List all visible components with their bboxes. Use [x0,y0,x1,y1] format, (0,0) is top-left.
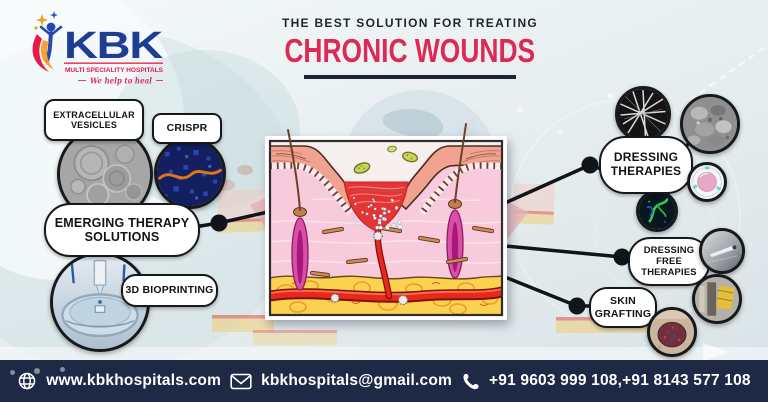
title-underline [304,75,516,79]
label-extracellular-vesicles: EXTRACELLULAR VESICLES [44,99,144,141]
connector-dot-dressing-free [613,248,631,266]
therapy-machine-image [692,274,742,324]
contact-bar: www.kbkhospitals.com kbkhospitals@gmail.… [0,360,768,402]
label-dressing-therapies: DRESSING THERAPIES [599,136,693,194]
label-crispr: CRISPR [152,113,222,144]
skin-graft-image [647,307,697,357]
label-3d-bioprinting: 3D BIOPRINTING [121,274,218,307]
email-text: kbkhospitals@gmail.com [261,372,452,389]
website-text: www.kbkhospitals.com [46,372,222,389]
label-skin-grafting: SKIN GRAFTING [589,287,657,328]
sparkle-icon [36,14,48,26]
envelope-icon [230,373,252,390]
connector-dot-dressing [581,156,599,174]
headline-block: THE BEST SOLUTION FOR TREATING CHRONIC W… [250,16,570,79]
bacteria-icons [353,145,419,174]
decor-dot [60,367,65,372]
page-title: CHRONIC WOUNDS [284,32,536,69]
nanofiber-dressing-image [615,86,671,142]
crispr-image [154,137,226,209]
phone-numbers-text: +91 9603 999 108,+91 8143 577 108 [489,372,751,389]
connector-dot-left [210,214,228,232]
headline-subtitle: THE BEST SOLUTION FOR TREATING [281,16,539,30]
phone-icon [461,372,480,391]
fluorescent-imaging-image [636,190,678,232]
brand-name: KBK [64,25,164,67]
decor-dot [10,370,15,375]
brand-tagline: MULTI SPECIALITY HOSPITALS [65,67,164,74]
label-emerging-therapy-solutions: EMERGING THERAPY SOLUTIONS [44,203,200,257]
kbk-logo: KBK MULTI SPECIALITY HOSPITALS We help t… [32,11,165,87]
globe-icon [17,371,37,391]
granulation-speckles [352,196,403,230]
connector-dot-skin-grafting [568,297,586,315]
decor-dot [34,368,40,374]
foam-dressing-image [680,94,740,154]
label-dressing-free-therapies: DRESSING FREE THERAPIES [628,237,710,286]
chronic-wound-illustration [265,123,507,320]
person-figure-icon [32,22,63,72]
petri-dish-image [687,162,727,202]
therapy-device-image [699,228,745,274]
brand-slogan: We help to heal [90,77,153,87]
